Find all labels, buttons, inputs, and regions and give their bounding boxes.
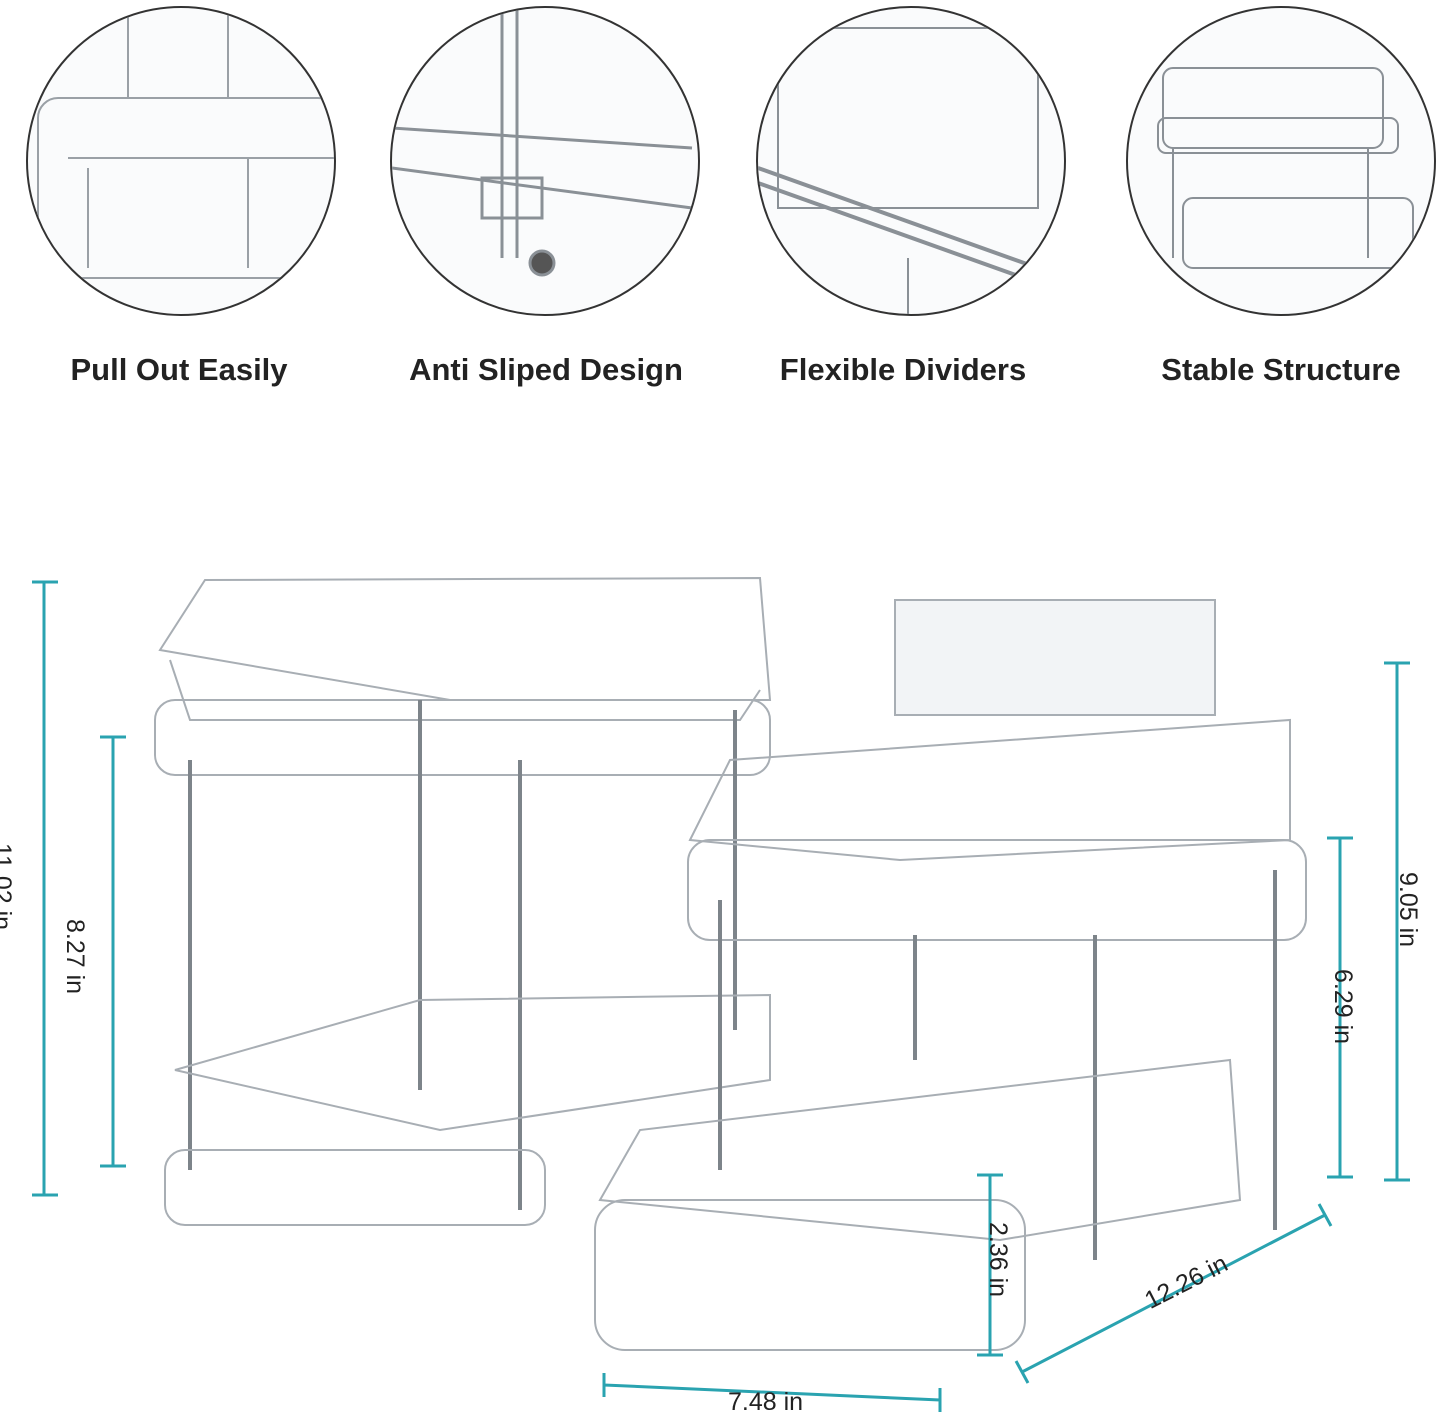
dim-label-total-height-right: 9.05 in bbox=[1394, 871, 1423, 948]
feature-label-dividers: Flexible Dividers bbox=[779, 352, 1027, 387]
left-organizer bbox=[154, 576, 772, 1226]
dim-label-width: 7.48 in bbox=[728, 1388, 804, 1416]
anti-slip-icon bbox=[392, 8, 693, 277]
feature-image-dividers bbox=[756, 6, 1066, 316]
feature-label-stable: Stable Structure bbox=[1161, 352, 1401, 387]
dim-line-total-height-right bbox=[1384, 661, 1410, 1182]
dim-label-inner-height-left: 8.27 in bbox=[61, 918, 90, 995]
dim-line-inner-height-right bbox=[1327, 836, 1353, 1179]
feature-label-pull-out: Pull Out Easily bbox=[70, 352, 288, 387]
dim-label-total-height: 11.02 in bbox=[0, 842, 17, 931]
dim-line-drawer-height bbox=[977, 1173, 1003, 1357]
pull-out-drawer-icon bbox=[37, 8, 334, 279]
feature-image-anti-slip bbox=[390, 6, 700, 316]
divider-icon bbox=[758, 27, 1039, 314]
right-organizer bbox=[594, 599, 1307, 1351]
dim-line-depth bbox=[1014, 1203, 1333, 1384]
dim-line-total-height bbox=[32, 580, 58, 1197]
feature-label-anti-slip: Anti Sliped Design bbox=[409, 352, 683, 387]
dim-line-width bbox=[602, 1373, 942, 1412]
feature-image-stable bbox=[1126, 6, 1436, 316]
dim-label-inner-height-right: 6.29 in bbox=[1329, 968, 1358, 1045]
dimension-lines bbox=[32, 580, 1410, 1412]
dim-label-drawer-height: 2.36 in bbox=[984, 1221, 1013, 1298]
feature-image-pull-out bbox=[26, 6, 336, 316]
dim-line-inner-height-left bbox=[100, 735, 126, 1168]
stable-structure-icon bbox=[1157, 67, 1414, 269]
